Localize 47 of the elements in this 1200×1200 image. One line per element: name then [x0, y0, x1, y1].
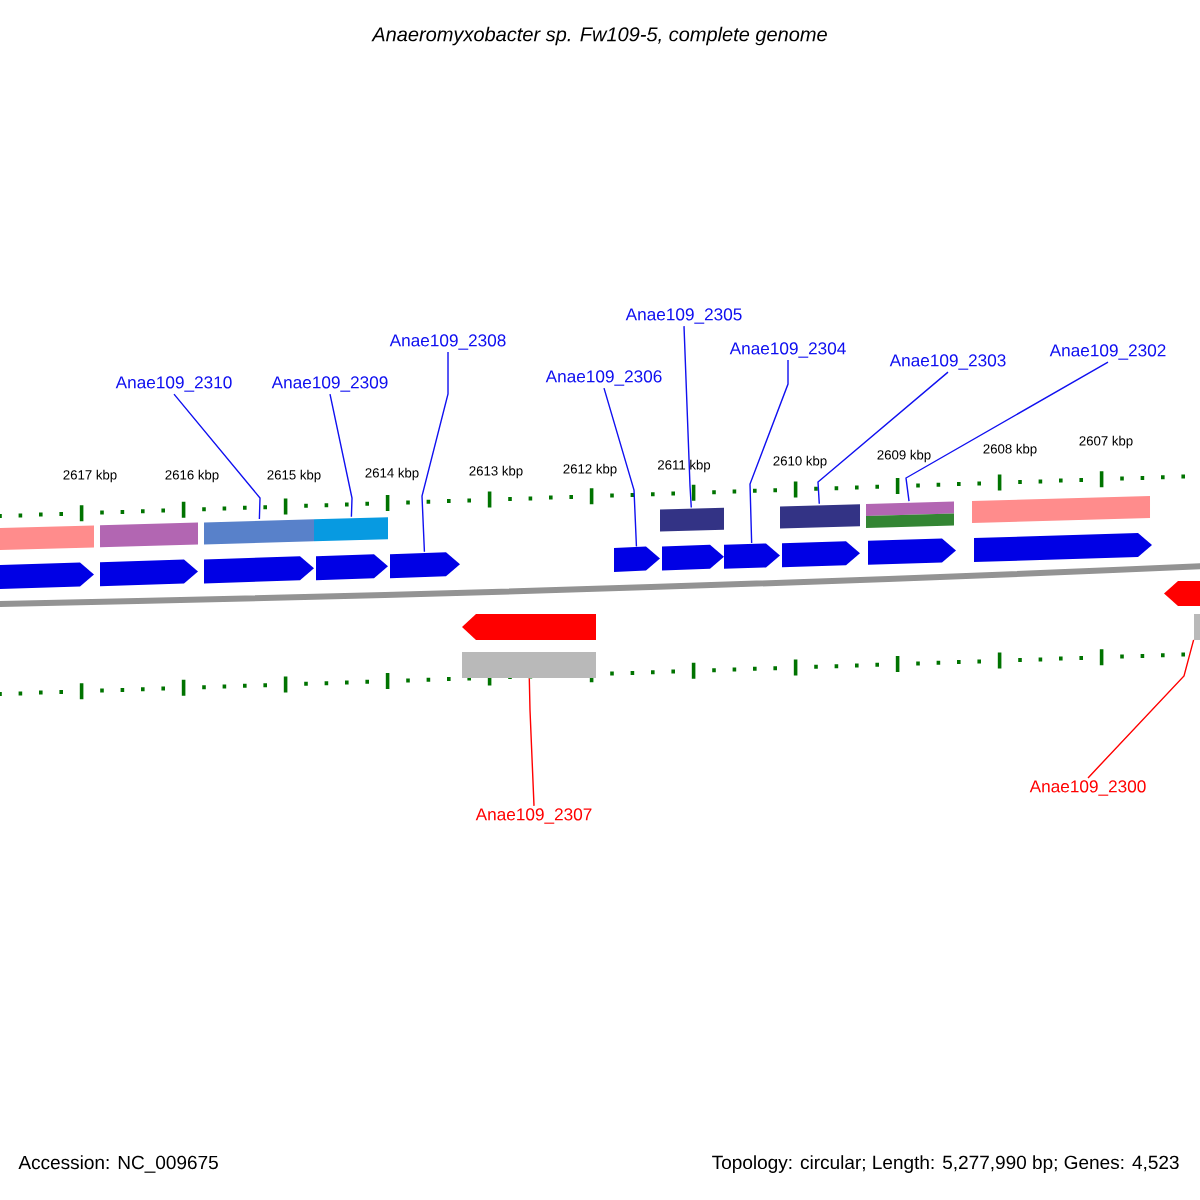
title: Anaeromyxobacter sp. Fw109-5, complete genome [371, 26, 827, 46]
gene-block [662, 544, 724, 571]
gene-label: Anae109_2300 [1029, 780, 1146, 796]
gene-label: Anae109_2303 [889, 354, 1006, 370]
gene-label: Anae109_2304 [729, 342, 846, 358]
leader-line [817, 371, 949, 505]
feature-bar [972, 496, 1150, 523]
gene-block [614, 546, 660, 572]
gene-label: Anae109_2307 [475, 808, 592, 824]
gene-label: Anae109_2305 [625, 308, 742, 324]
feature-bar [1194, 614, 1200, 640]
leader-line [329, 393, 353, 518]
leader-line [173, 393, 261, 520]
topology-text: Topology: circular; Length: 5,277,990 bp; Genes: 4,523 [712, 1155, 1179, 1173]
gene-block [974, 533, 1152, 562]
gene-block [204, 556, 314, 584]
feature-bar [100, 522, 198, 548]
leader-line [749, 359, 789, 544]
gene-block [100, 559, 198, 587]
gene-block [868, 538, 956, 565]
feature-bar [204, 519, 314, 545]
feature-bar [314, 517, 388, 542]
gene-label: Anae109_2309 [271, 376, 388, 392]
gene-label: Anae109_2306 [545, 370, 662, 386]
leader-line [905, 361, 1109, 502]
feature-bar [780, 504, 860, 529]
leader-line [528, 677, 535, 807]
leader-line [683, 325, 692, 509]
leader-line [603, 387, 638, 548]
gene-label: Anae109_2310 [115, 376, 232, 392]
gene-label: Anae109_2302 [1049, 344, 1166, 360]
gene-block [0, 562, 94, 589]
feature-bar [866, 501, 954, 516]
feature-bar [660, 507, 724, 532]
gene-label: Anae109_2308 [389, 334, 506, 350]
feature-bar [0, 525, 94, 550]
leader-line [1087, 639, 1195, 779]
gene-block [782, 541, 860, 568]
leader-line [421, 351, 449, 553]
gene-block [462, 614, 596, 640]
accession-text: Accession: NC_009675 [18, 1155, 218, 1173]
feature-bar [462, 652, 596, 678]
gene-block [316, 554, 388, 581]
gene-block [1164, 581, 1200, 606]
feature-bar [866, 513, 954, 528]
gene-block [390, 552, 460, 579]
gene-block [724, 543, 780, 569]
